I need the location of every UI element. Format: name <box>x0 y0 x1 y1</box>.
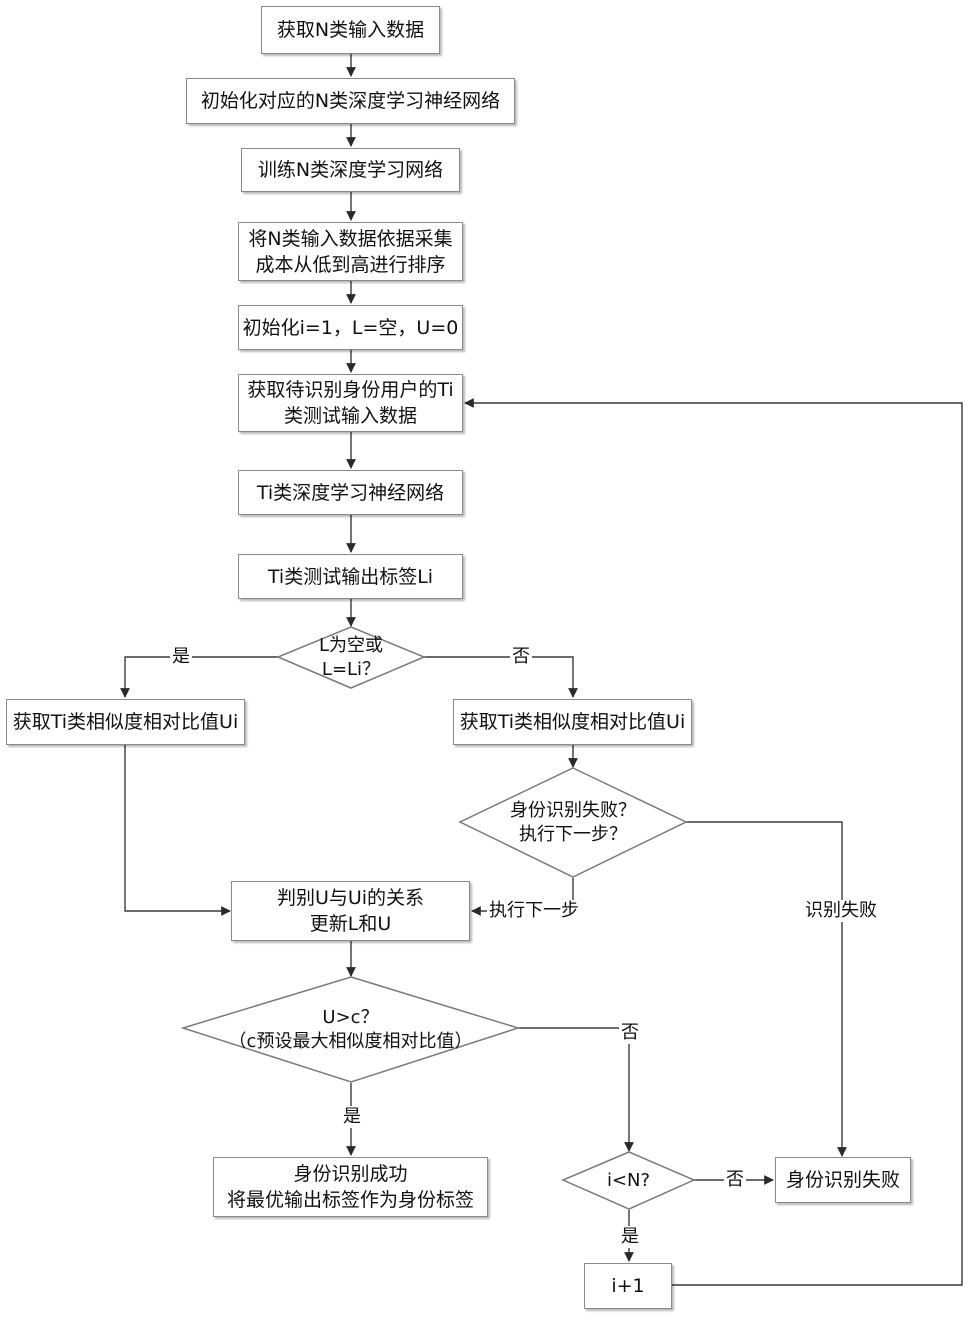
node-init-networks: 初始化对应的N类深度学习神经网络 <box>186 78 515 124</box>
label-d4-no: 否 <box>724 1169 746 1191</box>
edge-d1-yes <box>125 657 278 697</box>
node-compare-update: 判别U与Ui的关系 更新L和U <box>231 881 470 941</box>
label-d3-no: 否 <box>619 1022 641 1044</box>
node-get-ti-test-data: 获取待识别身份用户的Ti 类测试输入数据 <box>238 374 463 432</box>
label-d1-no: 否 <box>510 646 532 668</box>
label-d2-next: 执行下一步 <box>487 900 581 922</box>
node-similarity-left: 获取Ti类相似度相对比值Ui <box>6 699 245 745</box>
node-increment-i: i+1 <box>584 1263 672 1309</box>
node-identify-success: 身份识别成功 将最优输出标签作为身份标签 <box>213 1157 488 1217</box>
node-sort-by-cost: 将N类输入数据依据采集 成本从低到高进行排序 <box>238 222 463 281</box>
edge-n9-n11 <box>125 745 230 911</box>
node-identify-fail: 身份识别失败 <box>775 1157 911 1203</box>
node-init-variables: 初始化i=1，L=空，U=0 <box>238 305 463 350</box>
label-d4-yes: 是 <box>619 1226 641 1248</box>
edge-d2-fail <box>686 822 842 1156</box>
label-d1-yes: 是 <box>170 646 192 668</box>
decision-fail-or-next: 身份识别失败？ 执行下一步？ <box>460 768 686 877</box>
node-similarity-right: 获取Ti类相似度相对比值Ui <box>453 699 692 745</box>
edge-d1-no <box>424 657 573 697</box>
decision-u-greater-c: U>c？ （c预设最大相似度相对比值） <box>183 977 518 1082</box>
edge-d3-no <box>518 1028 629 1151</box>
decision-l-empty-or-equal: L为空或 L=Li？ <box>278 627 424 688</box>
node-train-networks: 训练N类深度学习网络 <box>241 148 460 192</box>
node-ti-network: Ti类深度学习神经网络 <box>238 470 463 515</box>
decision-i-less-n: i<N? <box>563 1152 694 1209</box>
node-ti-output-label: Ti类测试输出标签Li <box>238 554 463 599</box>
label-d2-fail: 识别失败 <box>803 900 879 922</box>
label-d3-yes: 是 <box>341 1106 363 1128</box>
node-get-n-input: 获取N类输入数据 <box>261 6 440 54</box>
